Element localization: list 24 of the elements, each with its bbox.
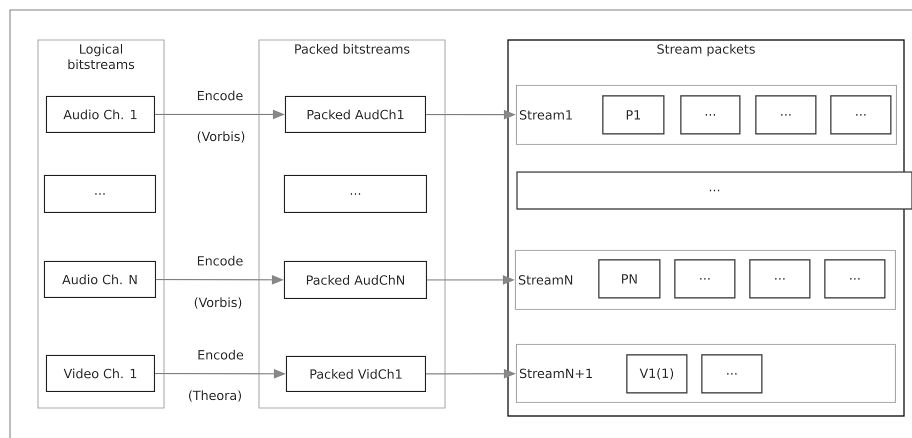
process-box: ... (680, 95, 740, 134)
process-box: Video Ch. 1 (46, 354, 156, 392)
process-box: V1(1) (626, 354, 688, 394)
process-box: ... (701, 354, 762, 394)
process-box: Packed VidCh1 (286, 356, 426, 392)
edge-label: Encode (198, 350, 244, 360)
note-text: (Vorbis) (198, 131, 244, 143)
process-box: PN (598, 259, 660, 298)
edge-label: Encode (198, 256, 243, 266)
process-box: Audio Ch. N (44, 260, 156, 298)
note-text: (Vorbis) (194, 297, 242, 309)
process-box: Packed AudCh1 (284, 96, 426, 134)
note-text: (Theora) (189, 390, 241, 402)
process-box: ... (284, 174, 428, 214)
process-box: P1 (602, 95, 664, 134)
process-box: ... (749, 259, 810, 298)
process-box: ... (755, 95, 816, 134)
process-box: ... (674, 259, 736, 298)
process-box: ... (830, 95, 892, 134)
process-box: Audio Ch. 1 (46, 96, 156, 134)
process-box: ... (44, 174, 156, 214)
process-box: Packed AudChN (284, 260, 428, 300)
edge-label: Encode (198, 90, 243, 100)
process-box: ... (824, 259, 886, 298)
